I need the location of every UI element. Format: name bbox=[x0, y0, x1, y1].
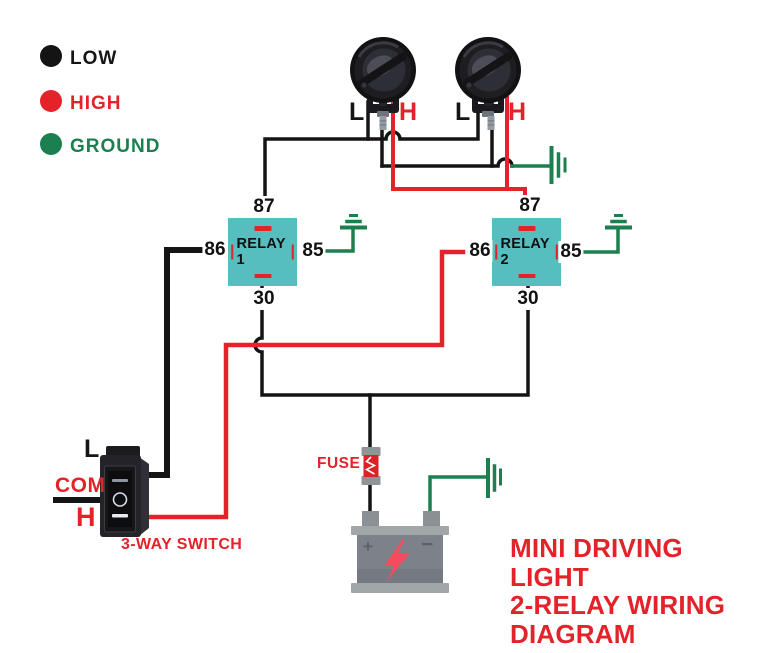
title-line-1: MINI DRIVING LIGHT bbox=[510, 533, 683, 592]
wire-relay1-86-switch bbox=[137, 247, 207, 478]
relay2-name: RELAY 2 bbox=[500, 236, 550, 268]
ground-symbol-relay1 bbox=[340, 214, 367, 230]
wire-battery-ground bbox=[428, 475, 488, 515]
driving-light-left bbox=[350, 37, 416, 130]
relay1-left-bar: | bbox=[230, 243, 235, 260]
wire-relay2-85-ground bbox=[582, 228, 620, 254]
battery-minus-sign: − bbox=[421, 533, 434, 556]
relay1: | RELAY 1 | bbox=[228, 218, 297, 286]
ground-symbol-battery bbox=[486, 458, 502, 498]
relay1-pin-87-label: 87 bbox=[251, 196, 277, 218]
diagram-title: MINI DRIVING LIGHT 2-RELAY WIRING DIAGRA… bbox=[510, 534, 765, 648]
ground-symbol-lights bbox=[549, 146, 567, 184]
relay2-pin-87-label: 87 bbox=[517, 195, 543, 217]
wire-switch-relay2-86 bbox=[137, 249, 466, 520]
switch-high-label: H bbox=[76, 502, 96, 532]
light2-low-label: L bbox=[455, 98, 471, 126]
relay2-right-bar: | bbox=[554, 243, 559, 260]
lightning-bolt-icon bbox=[384, 539, 410, 581]
high-dot-icon bbox=[40, 90, 62, 112]
light2-high-label: H bbox=[508, 98, 527, 126]
relay2-pin-86-label: 86 bbox=[467, 240, 493, 262]
switch-low-label: L bbox=[84, 435, 100, 463]
battery-plus-sign: + bbox=[363, 537, 373, 556]
relay1-pin-86-label: 86 bbox=[202, 239, 228, 261]
low-dot-icon bbox=[40, 45, 62, 67]
relay1-pin-85-label: 85 bbox=[300, 240, 326, 262]
legend-label-ground: GROUND bbox=[70, 136, 161, 157]
relay2-left-bar: | bbox=[494, 243, 499, 260]
title-line-3: DIAGRAM bbox=[510, 618, 636, 649]
legend-label-low: LOW bbox=[70, 48, 118, 69]
relay1-right-bar: | bbox=[290, 243, 295, 260]
relay1-top-contact bbox=[254, 226, 271, 231]
light1-low-label: L bbox=[349, 98, 365, 126]
relay2-bottom-contact bbox=[518, 273, 535, 278]
driving-light-right bbox=[455, 37, 521, 130]
ground-dot-icon bbox=[40, 133, 62, 155]
switch-caption: 3-WAY SWITCH bbox=[121, 536, 243, 553]
title-line-2: 2-RELAY WIRING bbox=[510, 590, 726, 620]
switch-com-label: COM bbox=[55, 474, 106, 497]
wire-low-net bbox=[263, 108, 480, 201]
relay2-pin-85-label: 85 bbox=[558, 241, 584, 263]
wire-relay1-85-ground bbox=[324, 228, 355, 253]
wire-high-net bbox=[391, 187, 527, 201]
fuse bbox=[361, 447, 381, 485]
rocker-switch bbox=[100, 446, 149, 537]
relay1-pin-30-label: 30 bbox=[251, 288, 277, 310]
relay2-pin-30-label: 30 bbox=[515, 288, 541, 310]
relay2-top-contact bbox=[518, 226, 535, 231]
relay2: | RELAY 2 | bbox=[492, 218, 561, 286]
light1-high-label: H bbox=[399, 98, 418, 126]
wire-ground-bus bbox=[380, 157, 514, 168]
legend-label-high: HIGH bbox=[70, 93, 122, 114]
green-wires bbox=[324, 146, 632, 515]
ground-symbol-relay2 bbox=[605, 214, 632, 230]
battery bbox=[351, 511, 449, 593]
relay1-name: RELAY 1 bbox=[236, 236, 286, 268]
fuse-label: FUSE bbox=[317, 455, 361, 472]
relay1-bottom-contact bbox=[254, 273, 271, 278]
wire-30-net bbox=[253, 284, 530, 397]
